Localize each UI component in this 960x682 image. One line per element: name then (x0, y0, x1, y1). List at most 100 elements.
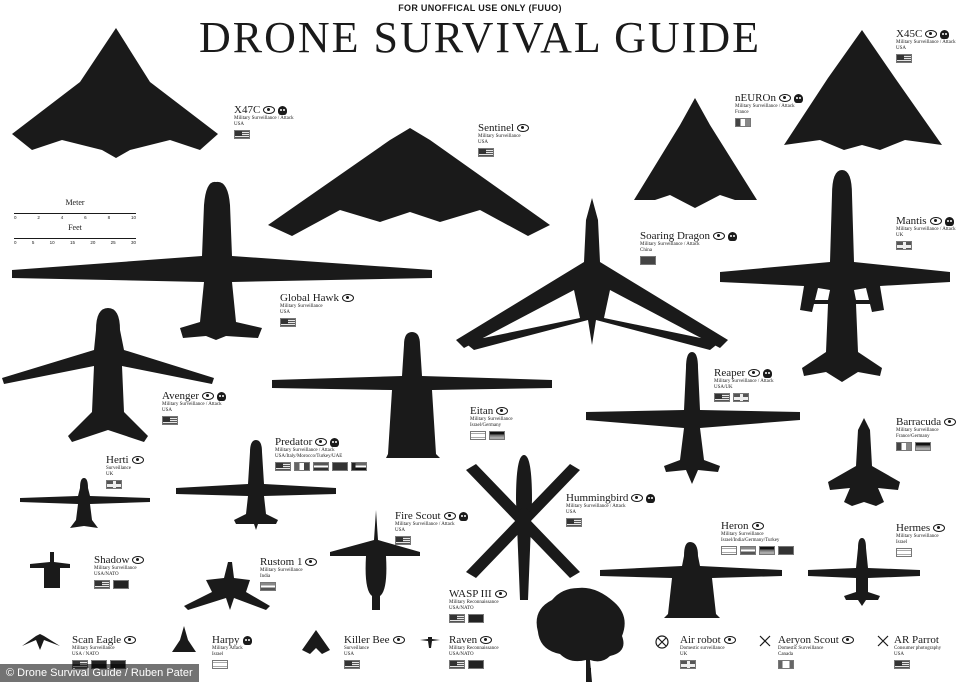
soaring-dragon-silhouette (456, 198, 728, 350)
flag-us (896, 54, 912, 63)
drone-country: USA/UK (714, 385, 733, 390)
flag-tr (332, 462, 348, 471)
drone-role: Military Surveillance / Attack (896, 40, 956, 45)
flag-it (294, 462, 310, 471)
flag-fr (896, 442, 912, 451)
flag-row (680, 660, 736, 669)
drone-name: Sentinel (478, 122, 515, 134)
drone-name-row: Hermes (896, 522, 946, 534)
drone-country: India (260, 574, 271, 579)
flag-row (395, 536, 468, 545)
drone-name: nEUROn (735, 92, 776, 104)
flag-row (106, 480, 144, 489)
meter-tick: 6 (84, 215, 87, 220)
flag-nl (313, 462, 329, 471)
drone-name: Scan Eagle (72, 634, 122, 646)
feet-ruler (14, 232, 136, 239)
flag-us (280, 318, 296, 327)
eye-icon (494, 590, 507, 598)
flag-row (896, 241, 956, 250)
meter-tick: 8 (107, 215, 111, 220)
drone-role: Domestic surveillance (680, 646, 725, 651)
flag-row (94, 580, 144, 589)
drone-country: Israel (212, 652, 224, 657)
flag-us (275, 462, 291, 471)
feet-tick: 10 (49, 240, 55, 245)
flag-de (759, 546, 775, 555)
drone-name-row: Mantis (896, 215, 956, 227)
flag-us (714, 393, 730, 402)
drone-name-row: Fire Scout (395, 510, 468, 522)
poster-title: DRONE SURVIVAL GUIDE (198, 13, 762, 62)
killerbee-silhouette (302, 630, 330, 654)
drone-country: USA (280, 310, 291, 315)
scaneagle-silhouette (22, 634, 60, 650)
flag-row (896, 442, 956, 451)
flag-row (344, 660, 405, 669)
eye-icon (723, 636, 736, 644)
drone-name-row: AR Parrot (894, 634, 941, 646)
eye-icon (517, 124, 530, 132)
skull-icon (763, 368, 773, 378)
drone-name: Harpy (212, 634, 240, 646)
person-silhouette (588, 668, 591, 678)
flag-il (212, 660, 228, 669)
drone-name: Herti (106, 454, 129, 466)
flag-us (395, 536, 411, 545)
eye-icon (496, 407, 509, 415)
drone-role: Military Surveillance / Attack (566, 504, 626, 509)
drone-name: AR Parrot (894, 634, 939, 646)
flag-us (894, 660, 910, 669)
skull-icon (242, 635, 252, 645)
meter-tick: 4 (60, 215, 64, 220)
eye-icon (751, 522, 764, 530)
credit-footer: © Drone Survival Guide / Ruben Pater (0, 664, 199, 682)
drone-name-row: Barracuda (896, 416, 957, 428)
flag-tr (778, 546, 794, 555)
drone-name: Shadow (94, 554, 130, 566)
airrobot-silhouette (655, 635, 669, 649)
flag-uk (106, 480, 122, 489)
eye-icon (841, 636, 854, 644)
eye-icon (124, 636, 137, 644)
meter-tick: 2 (37, 215, 40, 220)
drone-name-row: X47C (234, 104, 294, 116)
eye-icon (131, 456, 144, 464)
flag-uk (680, 660, 696, 669)
drone-name-row: Avenger (162, 390, 227, 402)
drone-country: USA / NATO (72, 652, 99, 657)
drone-role: Military Surveillance (721, 532, 764, 537)
flag-row (275, 462, 367, 471)
drone-role: Military Attack (212, 646, 243, 651)
eye-icon (202, 392, 215, 400)
hermes-silhouette (808, 538, 920, 606)
drone-name-row: WASP III (449, 588, 507, 600)
drone-name: WASP III (449, 588, 492, 600)
drone-role: Military Surveillance (72, 646, 115, 651)
eye-icon (263, 106, 276, 114)
hummingbird-hub (518, 508, 530, 520)
drone-country: USA/NATO (94, 572, 119, 577)
flag-il (721, 546, 737, 555)
drone-name-row: nEUROn (735, 92, 803, 104)
drone-country: Israel/Germany (470, 423, 502, 428)
drone-name: Rustom 1 (260, 556, 303, 568)
globalhawk-silhouette (12, 181, 432, 340)
drone-role: Military Reconnaissance (449, 600, 499, 605)
flag-us (478, 148, 494, 157)
drone-name-row: Killer Bee (344, 634, 405, 646)
